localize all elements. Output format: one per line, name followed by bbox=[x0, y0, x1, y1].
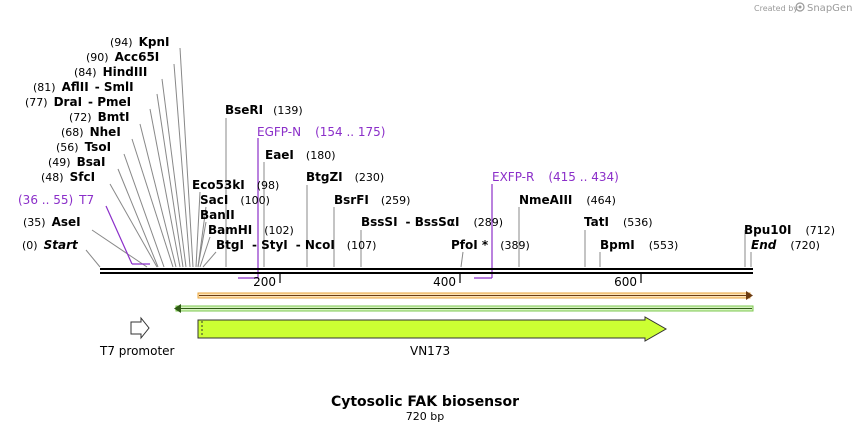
ruler-tick-400: 400 bbox=[433, 275, 456, 289]
vn173-label: VN173 bbox=[410, 344, 450, 358]
orf-reverse-arrow bbox=[174, 304, 754, 313]
primer-connectors bbox=[105, 138, 493, 279]
site-eaei: EaeI(180) bbox=[265, 148, 336, 162]
site-banii: BanII bbox=[200, 208, 235, 222]
vn173-feature bbox=[197, 316, 668, 342]
site-acc65i: (90)Acc65I bbox=[86, 50, 159, 64]
site-btgi: BtgI- StyI- NcoI(107) bbox=[216, 238, 376, 252]
site-hindiii: (84)HindIII bbox=[74, 65, 147, 79]
dna-backbone bbox=[100, 268, 753, 274]
t7-promoter-feature bbox=[130, 316, 150, 340]
site-saci: SacI(100) bbox=[200, 193, 270, 207]
site-end: End(720) bbox=[751, 238, 820, 252]
site-aflii: (81)AflII- SmlI bbox=[33, 80, 134, 94]
map-title: Cytosolic FAK biosensor bbox=[331, 394, 519, 410]
site-bpmi: BpmI(553) bbox=[600, 238, 678, 252]
site-drai: (77)DraI- PmeI bbox=[25, 95, 131, 109]
credit-prefix: Created by bbox=[754, 4, 798, 13]
site-bpu10i: Bpu10I(712) bbox=[744, 223, 835, 237]
map-length: 720 bp bbox=[406, 410, 444, 423]
t7-promoter-label: T7 promoter bbox=[99, 344, 175, 358]
site-tati: TatI(536) bbox=[584, 215, 653, 229]
site-bamhi: BamHI(102) bbox=[208, 223, 294, 237]
site-connectors bbox=[85, 47, 752, 268]
primer-exfp-r: EXFP-R(415 .. 434) bbox=[492, 170, 619, 184]
site-nmeaiii: NmeAIII(464) bbox=[519, 193, 616, 207]
credit-brand: SnapGene bbox=[807, 3, 852, 14]
site-nhei: (68)NheI bbox=[61, 125, 121, 139]
site-btgzi: BtgZI(230) bbox=[306, 170, 384, 184]
site-bsrfi: BsrFI(259) bbox=[334, 193, 410, 207]
site-bmti: (72)BmtI bbox=[69, 110, 129, 124]
ruler-tick-200: 200 bbox=[253, 275, 276, 289]
primer-egfp-n: EGFP-N(154 .. 175) bbox=[257, 125, 386, 139]
site-bsssi: BssSI- BssSαI(289) bbox=[361, 215, 503, 229]
orf-forward-arrow bbox=[197, 291, 753, 300]
site-kpni: (94)KpnI bbox=[110, 35, 170, 49]
site-eco53ki: Eco53kI(98) bbox=[192, 178, 279, 192]
site-pfoi: PfoI *(389) bbox=[451, 238, 530, 252]
site-asei: (35)AseI bbox=[23, 215, 81, 229]
site-sfci: (48)SfcI bbox=[41, 170, 95, 184]
site-bseri: BseRI(139) bbox=[225, 103, 303, 117]
site-start: (0)Start bbox=[22, 238, 79, 252]
primer-t7: (36 .. 55)T7 bbox=[18, 193, 94, 207]
ruler: 200 400 600 bbox=[253, 274, 642, 289]
snapgene-logo-icon bbox=[795, 2, 805, 12]
ruler-tick-600: 600 bbox=[614, 275, 637, 289]
site-tsoi: (56)TsoI bbox=[56, 140, 111, 154]
site-bsai: (49)BsaI bbox=[48, 155, 105, 169]
